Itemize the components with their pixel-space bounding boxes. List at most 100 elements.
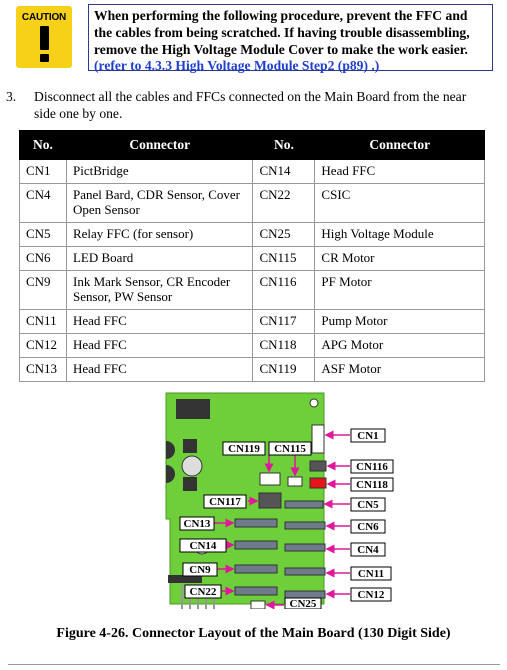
connector-cn115 [287, 476, 303, 487]
table-row: CN1 PictBridge CN14 Head FFC [19, 159, 485, 184]
table-cell: Head FFC [65, 309, 254, 334]
board-component [176, 399, 210, 419]
table-row: CN6 LED Board CN115 CR Motor [19, 246, 485, 271]
table-cell: CR Motor [314, 246, 485, 271]
table-cell: Relay FFC (for sensor) [65, 222, 254, 247]
label-cn117: CN117 [209, 496, 241, 508]
table-cell: CN4 [19, 183, 67, 223]
label-cn116: CN116 [356, 461, 388, 473]
connector-cn13 [234, 518, 278, 528]
connector-table: No. Connector No. Connector CN1 PictBrid… [19, 130, 485, 382]
caution-text-box: When performing the following procedure,… [88, 4, 493, 74]
table-row: CN9 Ink Mark Sensor, CR Encoder Sensor, … [19, 270, 485, 310]
table-cell: PictBridge [65, 159, 254, 184]
label-cn115: CN115 [274, 443, 306, 455]
connector-labels: CN1 CN116 CN118 CN5 CN6 CN4 CN11 CN12 CN… [179, 428, 394, 609]
table-cell: CN118 [252, 333, 316, 358]
board-component [166, 441, 175, 459]
table-row: CN5 Relay FFC (for sensor) CN25 High Vol… [19, 222, 485, 247]
connector-cn119 [259, 472, 281, 486]
label-cn14: CN14 [190, 540, 217, 552]
table-header-row: No. Connector No. Connector [19, 130, 485, 160]
table-cell: CN1 [19, 159, 67, 184]
table-cell: CN25 [252, 222, 316, 247]
table-cell: Panel Bard, CDR Sensor, Cover Open Senso… [65, 183, 254, 223]
label-cn11: CN11 [358, 568, 384, 580]
exclamation-icon [40, 26, 49, 50]
table-cell: Pump Motor [314, 309, 485, 334]
table-cell: Head FFC [65, 357, 254, 382]
connector-cn6 [284, 521, 326, 530]
caution-text: When performing the following procedure,… [94, 8, 470, 57]
label-cn119: CN119 [228, 443, 260, 455]
label-cn1: CN1 [357, 430, 378, 442]
connector-cn117 [258, 492, 282, 509]
table-cell: CN14 [252, 159, 316, 184]
label-cn25: CN25 [290, 598, 317, 609]
table-cell: CN11 [19, 309, 67, 334]
table-cell: High Voltage Module [314, 222, 485, 247]
connector-cn118 [309, 477, 327, 489]
table-cell: CN12 [19, 333, 67, 358]
table-cell: CN9 [19, 270, 67, 310]
board-component [181, 455, 203, 477]
main-board-diagram: CN1 CN116 CN118 CN5 CN6 CN4 CN11 CN12 CN… [165, 392, 394, 609]
connector-cn4 [284, 543, 326, 552]
table-cell: PF Motor [314, 270, 485, 310]
label-cn13: CN13 [184, 518, 211, 530]
board-component [168, 575, 202, 583]
connector-cn9 [234, 564, 278, 574]
label-cn22: CN22 [190, 586, 217, 598]
label-cn12: CN12 [358, 589, 385, 601]
table-row: CN4 Panel Bard, CDR Sensor, Cover Open S… [19, 183, 485, 223]
caution-notice: CAUTION When performing the following pr… [8, 0, 500, 79]
table-row: CN13 Head FFC CN119 ASF Motor [19, 357, 485, 382]
table-cell: CN117 [252, 309, 316, 334]
footer-divider [8, 664, 500, 665]
caution-reference-link[interactable]: (refer to 4.3.3 High Voltage Module Step… [94, 58, 380, 74]
table-cell: CN22 [252, 183, 316, 223]
label-cn9: CN9 [189, 564, 211, 576]
header-connector-1: Connector [65, 130, 254, 160]
header-no-1: No. [19, 130, 67, 160]
caution-icon: CAUTION [16, 6, 72, 68]
step-number: 3. [6, 89, 17, 104]
table-cell: CN119 [252, 357, 316, 382]
table-cell: Head FFC [314, 159, 485, 184]
header-no-2: No. [252, 130, 316, 160]
table-cell: CSIC [314, 183, 485, 223]
connector-cn12 [284, 590, 326, 599]
board-component [166, 465, 175, 483]
label-cn5: CN5 [357, 499, 379, 511]
table-row: CN12 Head FFC CN118 APG Motor [19, 333, 485, 358]
table-cell: APG Motor [314, 333, 485, 358]
label-cn4: CN4 [357, 544, 379, 556]
table-cell: CN5 [19, 222, 67, 247]
label-cn118: CN118 [356, 479, 388, 491]
table-cell: ASF Motor [314, 357, 485, 382]
caution-icon-label: CAUTION [21, 12, 67, 23]
label-cn6: CN6 [357, 521, 379, 533]
table-cell: CN116 [252, 270, 316, 310]
exclamation-dot [40, 54, 49, 62]
header-connector-2: Connector [314, 130, 485, 160]
board-component [183, 477, 197, 491]
connector-cn11 [284, 567, 326, 576]
board-hole [309, 398, 319, 408]
table-cell: Ink Mark Sensor, CR Encoder Sensor, PW S… [65, 270, 254, 310]
table-cell: Head FFC [65, 333, 254, 358]
table-cell: CN115 [252, 246, 316, 271]
connector-cn25 [250, 600, 266, 609]
connector-cn116 [309, 460, 327, 472]
board-component [183, 439, 197, 453]
connector-cn1 [311, 424, 325, 454]
leader-arrows [214, 430, 350, 609]
figure-caption: Figure 4-26. Connector Layout of the Mai… [56, 626, 451, 641]
table-cell: CN13 [19, 357, 67, 382]
table-cell: CN6 [19, 246, 67, 271]
connector-cn14 [234, 540, 278, 550]
table-cell: LED Board [65, 246, 254, 271]
procedure-step: 3. Disconnect all the cables and FFCs co… [6, 88, 484, 122]
connector-cn22 [234, 586, 278, 596]
table-row: CN11 Head FFC CN117 Pump Motor [19, 309, 485, 334]
